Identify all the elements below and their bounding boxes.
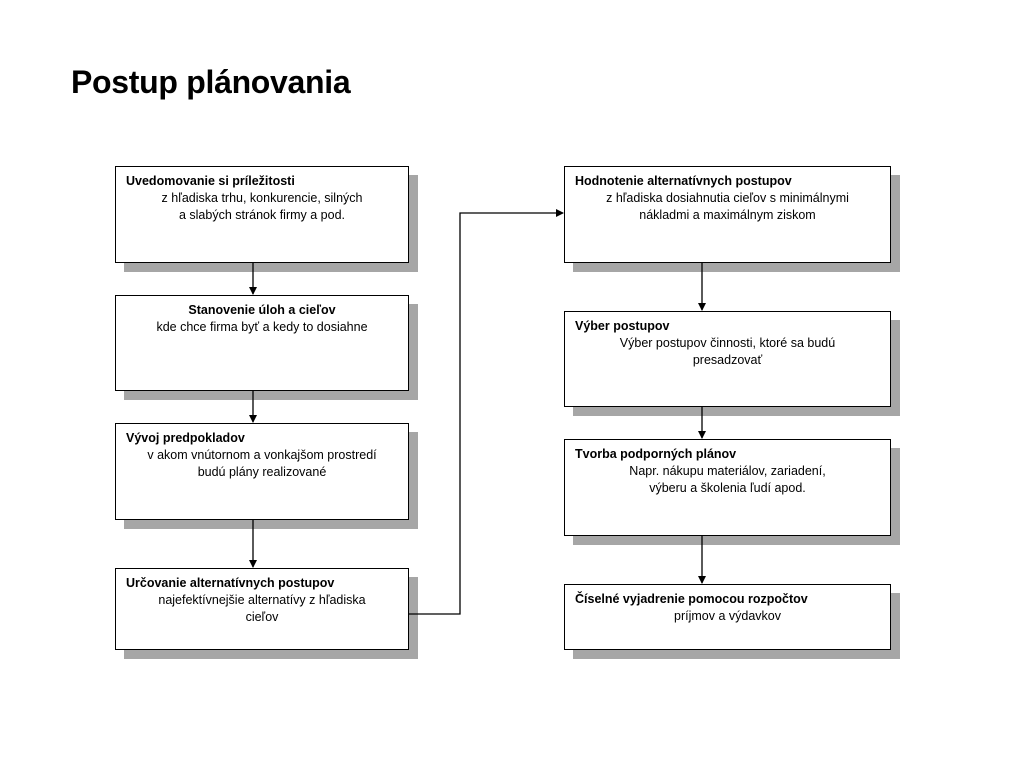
step-title: Hodnotenie alternatívnych postupov bbox=[575, 174, 792, 188]
step-box-goals: Stanovenie úloh a cieľov kde chce firma … bbox=[115, 295, 409, 391]
step-description: príjmov a výdavkov bbox=[674, 609, 781, 623]
step-title: Číselné vyjadrenie pomocou rozpočtov bbox=[575, 592, 808, 606]
step-title: Stanovenie úloh a cieľov bbox=[188, 303, 336, 317]
step-description: kde chce firma byť a kedy to dosiahne bbox=[156, 320, 368, 334]
step-box-budgets: Číselné vyjadrenie pomocou rozpočtov prí… bbox=[564, 584, 891, 650]
step-description: najefektívnejšie alternatívy z hľadiska … bbox=[158, 593, 366, 624]
arrow-step4-to-step5 bbox=[409, 209, 564, 615]
step-title: Vývoj predpokladov bbox=[126, 431, 245, 445]
step-box-premises: Vývoj predpokladov v akom vnútornom a vo… bbox=[115, 423, 409, 520]
step-title: Výber postupov bbox=[575, 319, 670, 333]
step-description: Napr. nákupu materiálov, zariadení, výbe… bbox=[629, 464, 826, 495]
step-box-opportunities: Uvedomovanie si príležitosti z hľadiska … bbox=[115, 166, 409, 263]
step-description: v akom vnútornom a vonkajšom prostredí b… bbox=[147, 448, 377, 479]
step-description: Výber postupov činnosti, ktoré sa budú p… bbox=[619, 336, 836, 367]
step-box-selection: Výber postupov Výber postupov činnosti, … bbox=[564, 311, 891, 407]
page-title: Postup plánovania bbox=[71, 64, 351, 100]
step-box-alternatives: Určovanie alternatívnych postupov najefe… bbox=[115, 568, 409, 650]
step-title: Uvedomovanie si príležitosti bbox=[126, 174, 295, 188]
step-title: Určovanie alternatívnych postupov bbox=[126, 576, 335, 590]
step-box-evaluation: Hodnotenie alternatívnych postupov z hľa… bbox=[564, 166, 891, 263]
step-title: Tvorba podporných plánov bbox=[575, 447, 737, 461]
step-box-support-plans: Tvorba podporných plánov Napr. nákupu ma… bbox=[564, 439, 891, 536]
step-description: z hľadiska dosiahnutia cieľov s minimáln… bbox=[606, 191, 849, 222]
step-description: z hľadiska trhu, konkurencie, silných a … bbox=[161, 191, 363, 222]
